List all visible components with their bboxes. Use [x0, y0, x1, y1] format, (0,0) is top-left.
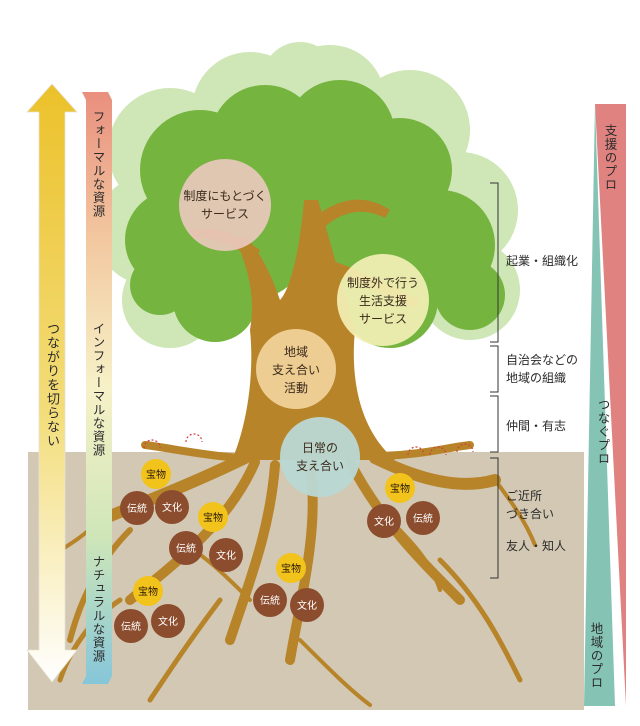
community-support-circle — [256, 329, 336, 409]
connection-label: つながりを切らない — [44, 322, 59, 448]
connecting-pro-label: つなぐプロ — [595, 398, 611, 466]
root-sprouts — [143, 433, 474, 456]
culture-badge — [155, 490, 189, 524]
institutional-line-2: サービス — [201, 207, 249, 221]
culture-badge — [290, 588, 324, 622]
neighborhood-org-line-1: 自治会などの — [506, 353, 579, 367]
tradition-badge — [114, 609, 148, 643]
non-institutional-line-3: サービス — [359, 312, 407, 326]
daily-support-circle — [280, 417, 360, 497]
informal-resources-label: インフォーマルな資源 — [90, 322, 106, 457]
badge-group-1: 宝物 伝統 文化 — [120, 459, 189, 525]
natural-resources-label: ナチュラルな資源 — [90, 555, 106, 663]
treasure-badge — [385, 473, 415, 503]
non-institutional-services-circle — [337, 254, 429, 346]
svg-text:宝物: 宝物 — [203, 511, 223, 524]
svg-text:文化: 文化 — [297, 599, 317, 612]
svg-text:伝統: 伝統 — [121, 620, 141, 633]
svg-text:文化: 文化 — [158, 615, 178, 628]
local-pro-label: 地域のプロ — [588, 622, 604, 690]
badge-group-2: 宝物 伝統 文化 — [169, 502, 243, 572]
neighborhood-org-line-2: 地域の組織 — [506, 371, 567, 385]
community-line-3: 活動 — [284, 381, 308, 395]
svg-text:文化: 文化 — [374, 515, 394, 528]
svg-text:伝統: 伝統 — [413, 512, 433, 525]
treasure-badge — [141, 459, 171, 489]
institutional-line-1: 制度にもとづく — [183, 188, 266, 203]
non-institutional-line-1: 制度外で行う — [347, 275, 419, 290]
culture-badge — [367, 504, 401, 538]
treasure-badge — [276, 553, 306, 583]
support-pro-wedge — [595, 104, 626, 706]
badge-group-4: 宝物 伝統 文化 — [114, 576, 185, 643]
tradition-badge — [253, 583, 287, 617]
non-institutional-line-2: 生活支援 — [359, 294, 407, 308]
badge-group-3: 宝物 伝統 文化 — [253, 553, 324, 622]
culture-badge — [209, 538, 243, 572]
badge-group-5: 宝物 文化 伝統 — [367, 473, 440, 538]
svg-text:伝統: 伝統 — [127, 502, 147, 515]
tradition-badge — [406, 501, 440, 535]
culture-badge — [151, 604, 185, 638]
treasure-badge — [133, 576, 163, 606]
local-pro-wedge — [584, 104, 615, 706]
resources-bar — [82, 92, 112, 684]
brackets — [490, 182, 499, 579]
svg-text:宝物: 宝物 — [390, 482, 410, 495]
community-line-1: 地域 — [284, 345, 308, 359]
svg-text:文化: 文化 — [162, 501, 182, 514]
formal-resources-label: フォーマルな資源 — [90, 110, 106, 218]
svg-text:文化: 文化 — [216, 549, 236, 562]
tradition-badge — [120, 491, 154, 525]
peers-label: 仲間・有志 — [506, 419, 567, 433]
svg-text:伝統: 伝統 — [176, 542, 196, 555]
treasure-badge — [198, 502, 228, 532]
daily-line-2: 支え合い — [296, 458, 344, 473]
business-label: 起業・組織化 — [506, 254, 579, 268]
svg-text:宝物: 宝物 — [281, 562, 301, 575]
daily-line-1: 日常の — [302, 441, 338, 455]
svg-text:宝物: 宝物 — [138, 585, 158, 598]
support-pro-label: 支援のプロ — [602, 124, 618, 192]
neighbors-line-1: ご近所 — [506, 489, 543, 503]
neighbors-line-2: づき合い — [506, 507, 555, 521]
friends-label: 友人・知人 — [506, 539, 567, 553]
svg-text:伝統: 伝統 — [260, 594, 280, 607]
tradition-badge — [169, 531, 203, 565]
institutional-services-circle — [179, 159, 271, 251]
community-line-2: 支え合い — [272, 362, 320, 377]
svg-text:宝物: 宝物 — [146, 468, 166, 481]
connection-arrow — [26, 83, 78, 683]
